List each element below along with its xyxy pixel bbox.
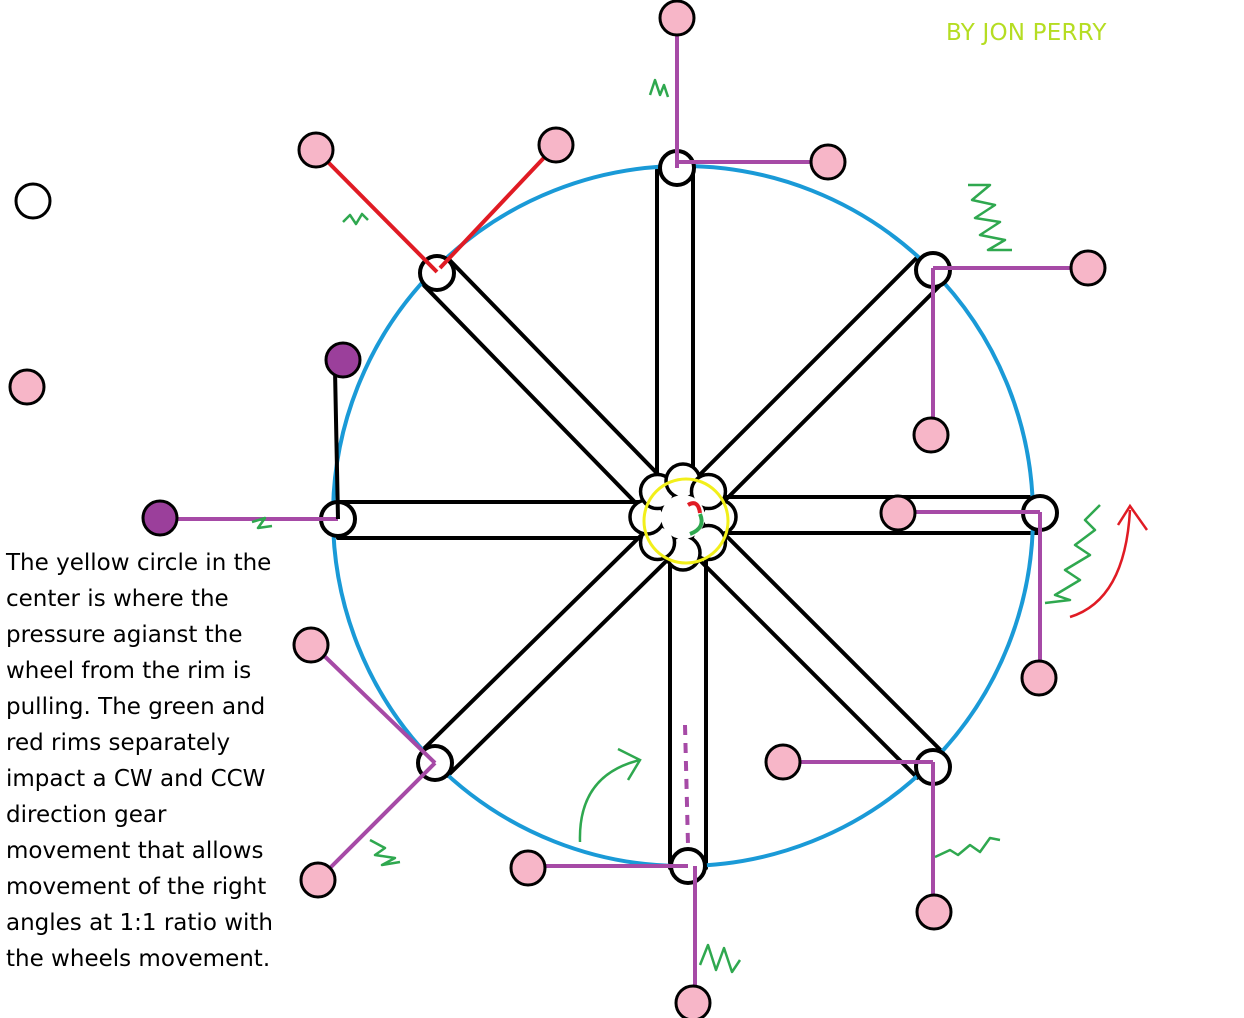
rotation-arrow-green (578, 758, 641, 843)
empty-weight (14, 182, 52, 220)
stray-marks-group (683, 724, 690, 846)
spoke-upper-right-edge-a (710, 280, 945, 515)
hub-gear-tooth (689, 472, 728, 511)
spring-left (251, 516, 273, 530)
spring-lower-right (934, 836, 1001, 859)
purple-weight (141, 499, 179, 537)
pink-weight (8, 368, 46, 406)
green-rim-mark (689, 513, 704, 536)
hub-core (661, 495, 705, 539)
rotation-arrow-red-head (1116, 503, 1149, 531)
pink-weight (912, 416, 950, 454)
yellow-center-circle (642, 477, 730, 565)
purple-weight (324, 341, 362, 379)
spoke-lower-left-edge-a (420, 530, 647, 753)
rotation-arrow-green-head (617, 747, 642, 781)
red-rim-mark (686, 501, 702, 514)
rotation-arrow-red (1069, 509, 1132, 619)
pink-weight (299, 861, 337, 899)
weights-group (8, 0, 1107, 1018)
pink-weight (809, 143, 847, 181)
springs-group (251, 78, 1101, 974)
arrows-group (578, 503, 1149, 843)
pink-weight (764, 743, 802, 781)
dashed-purple-mark (683, 724, 690, 846)
pink-weight (537, 126, 575, 164)
spring-top (648, 78, 670, 98)
spring-right (1044, 504, 1101, 605)
spoke-lower-left-edge-b (445, 555, 672, 778)
spoke-lower-right-edge-a (690, 550, 920, 780)
spring-lower-left (369, 838, 401, 867)
description-text: The yellow circle in the center is where… (6, 550, 273, 972)
red-arm (438, 143, 558, 270)
spring-upper-right (968, 183, 1012, 252)
pink-weight (915, 893, 953, 931)
pink-weight (509, 849, 547, 887)
arms-group (160, 18, 1088, 1002)
author-credit: BY JON PERRY (946, 20, 1107, 46)
red-arm (314, 148, 439, 274)
pink-weight (658, 0, 696, 37)
hub-group (628, 462, 738, 572)
spoke-upper-right-edge-b (685, 255, 920, 490)
purple-arm (311, 643, 437, 765)
purple-arm (316, 761, 437, 882)
spring-upper-left (342, 212, 369, 226)
pink-weight (879, 494, 917, 532)
pink-weight (292, 626, 330, 664)
pink-weight (1069, 249, 1107, 287)
pink-weight (674, 984, 712, 1018)
pink-weight (1020, 659, 1058, 697)
spoke-lower-right-edge-b (715, 525, 945, 755)
pink-weight (297, 131, 335, 169)
spring-bottom (698, 943, 742, 974)
spoke-upper-left-edge-a (447, 258, 670, 487)
spoke-upper-left-edge-b (422, 283, 645, 512)
